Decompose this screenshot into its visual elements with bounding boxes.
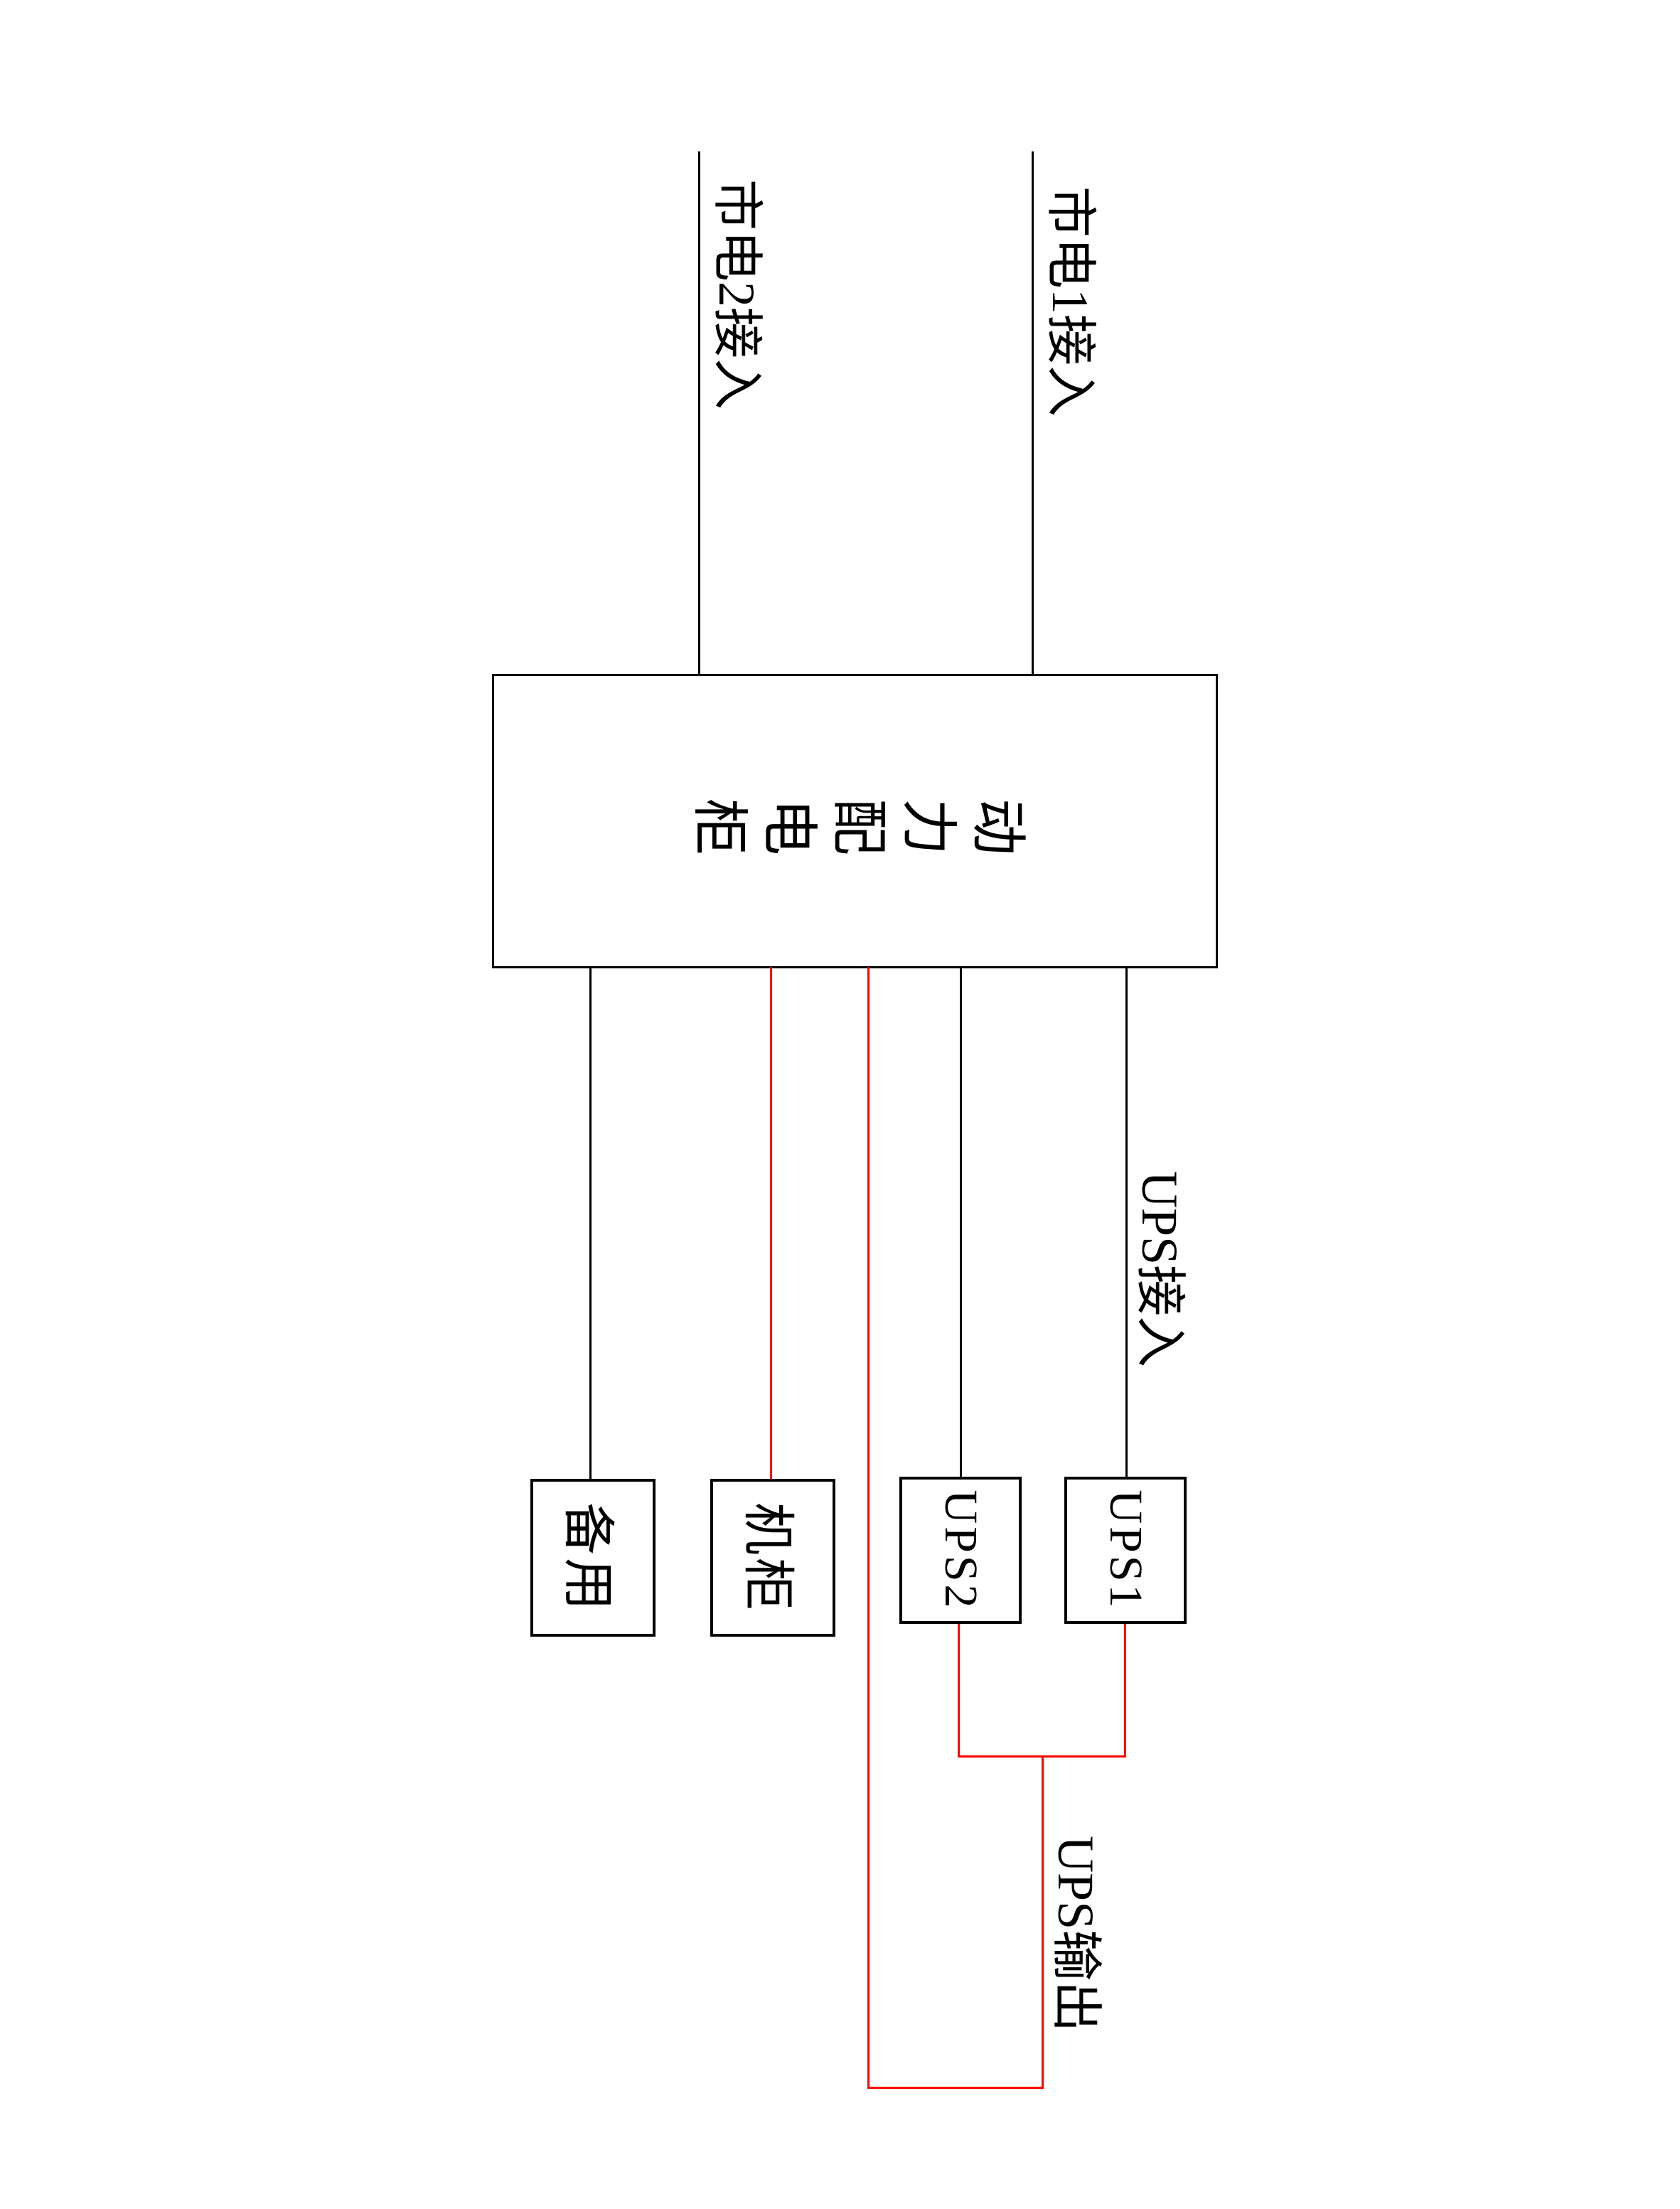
cabinet-label: 机柜 bbox=[738, 1502, 797, 1613]
ups-output-label: UPS输出 bbox=[1047, 1836, 1104, 2033]
ups-output-down-line bbox=[867, 2087, 1044, 2089]
cabinet-box: 机柜 bbox=[710, 1479, 835, 1637]
ups2-box: UPS2 bbox=[899, 1477, 1022, 1624]
ups1-box: UPS1 bbox=[1064, 1477, 1187, 1624]
ups1-output-line bbox=[1124, 1624, 1126, 1758]
spare-feed-line bbox=[589, 967, 592, 1479]
ups-output-return-line bbox=[867, 967, 870, 2089]
cabinet-feed-line bbox=[770, 967, 772, 1479]
mains2-feed-label: 市电2接入 bbox=[708, 179, 765, 410]
spare-box: 备用 bbox=[530, 1479, 656, 1637]
ups-output-main-line bbox=[1042, 1755, 1044, 2089]
mains1-feed-line bbox=[1032, 151, 1034, 676]
ups-input-label: UPS接入 bbox=[1131, 1171, 1188, 1368]
ups1-label: UPS1 bbox=[1100, 1489, 1152, 1611]
ups2-output-line bbox=[958, 1624, 960, 1758]
mains1-feed-label: 市电1接入 bbox=[1042, 186, 1098, 417]
main-distribution-box: 动力配电柜 bbox=[492, 674, 1218, 968]
mains2-feed-line bbox=[698, 151, 700, 676]
ups1-feed-line bbox=[1125, 967, 1128, 1477]
ups2-feed-line bbox=[960, 967, 962, 1477]
main-distribution-box-label: 动力配电柜 bbox=[680, 790, 1029, 852]
ups2-label: UPS2 bbox=[935, 1489, 987, 1611]
spare-label: 备用 bbox=[558, 1502, 617, 1613]
